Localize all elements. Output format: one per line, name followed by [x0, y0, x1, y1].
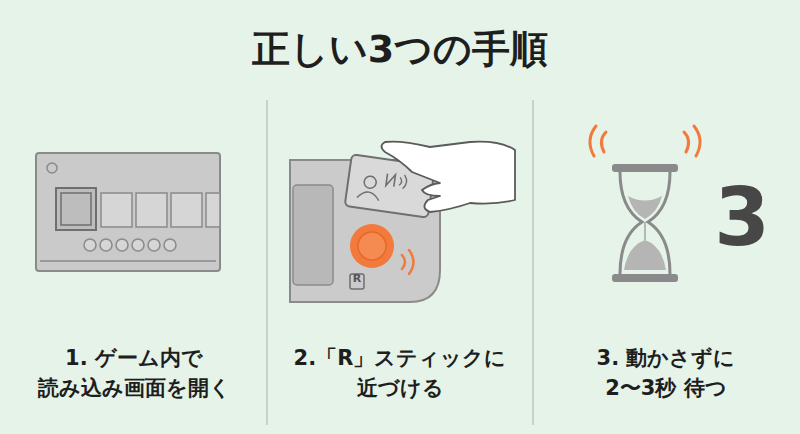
hourglass — [612, 164, 678, 282]
step-caption: 1. ゲーム内で 読み込み画面を開く — [19, 343, 249, 404]
hand — [382, 142, 516, 212]
title: 正しい3つの手順 — [252, 22, 548, 77]
button-label: R — [353, 273, 361, 284]
step-caption: 3. 動かさずに 2〜3秒 待つ — [576, 343, 756, 404]
r-stick — [350, 224, 394, 268]
shake-marks — [590, 126, 700, 156]
signal-waves — [402, 250, 414, 274]
step-caption: 2.「R」スティックに 近づける — [285, 343, 515, 404]
divider — [266, 100, 268, 425]
game-screen — [36, 153, 220, 271]
countdown-number: 3 — [714, 178, 770, 258]
divider — [532, 100, 534, 425]
